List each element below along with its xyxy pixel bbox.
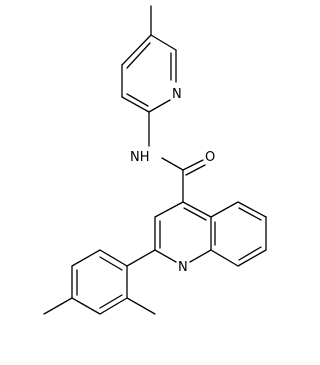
- para-methyl-group: [43, 297, 73, 315]
- pyridine-nitrogen-label: N: [172, 87, 182, 102]
- ortho-methyl-group: [126, 297, 156, 315]
- amide-linkage: [148, 111, 206, 203]
- carbonyl-oxygen-label: O: [205, 150, 215, 165]
- quinoline-benzo-ring: [210, 201, 267, 267]
- dimethylphenyl-ring: [71, 249, 128, 315]
- molecule-canvas: N NH O N: [43, 5, 267, 315]
- amide-nh-label: NH: [130, 150, 150, 165]
- biaryl-bond: [126, 249, 156, 267]
- quinoline-pyridine-ring: [154, 201, 212, 263]
- quinoline-nitrogen-label: N: [178, 260, 188, 275]
- pyridine-ring: [121, 34, 177, 113]
